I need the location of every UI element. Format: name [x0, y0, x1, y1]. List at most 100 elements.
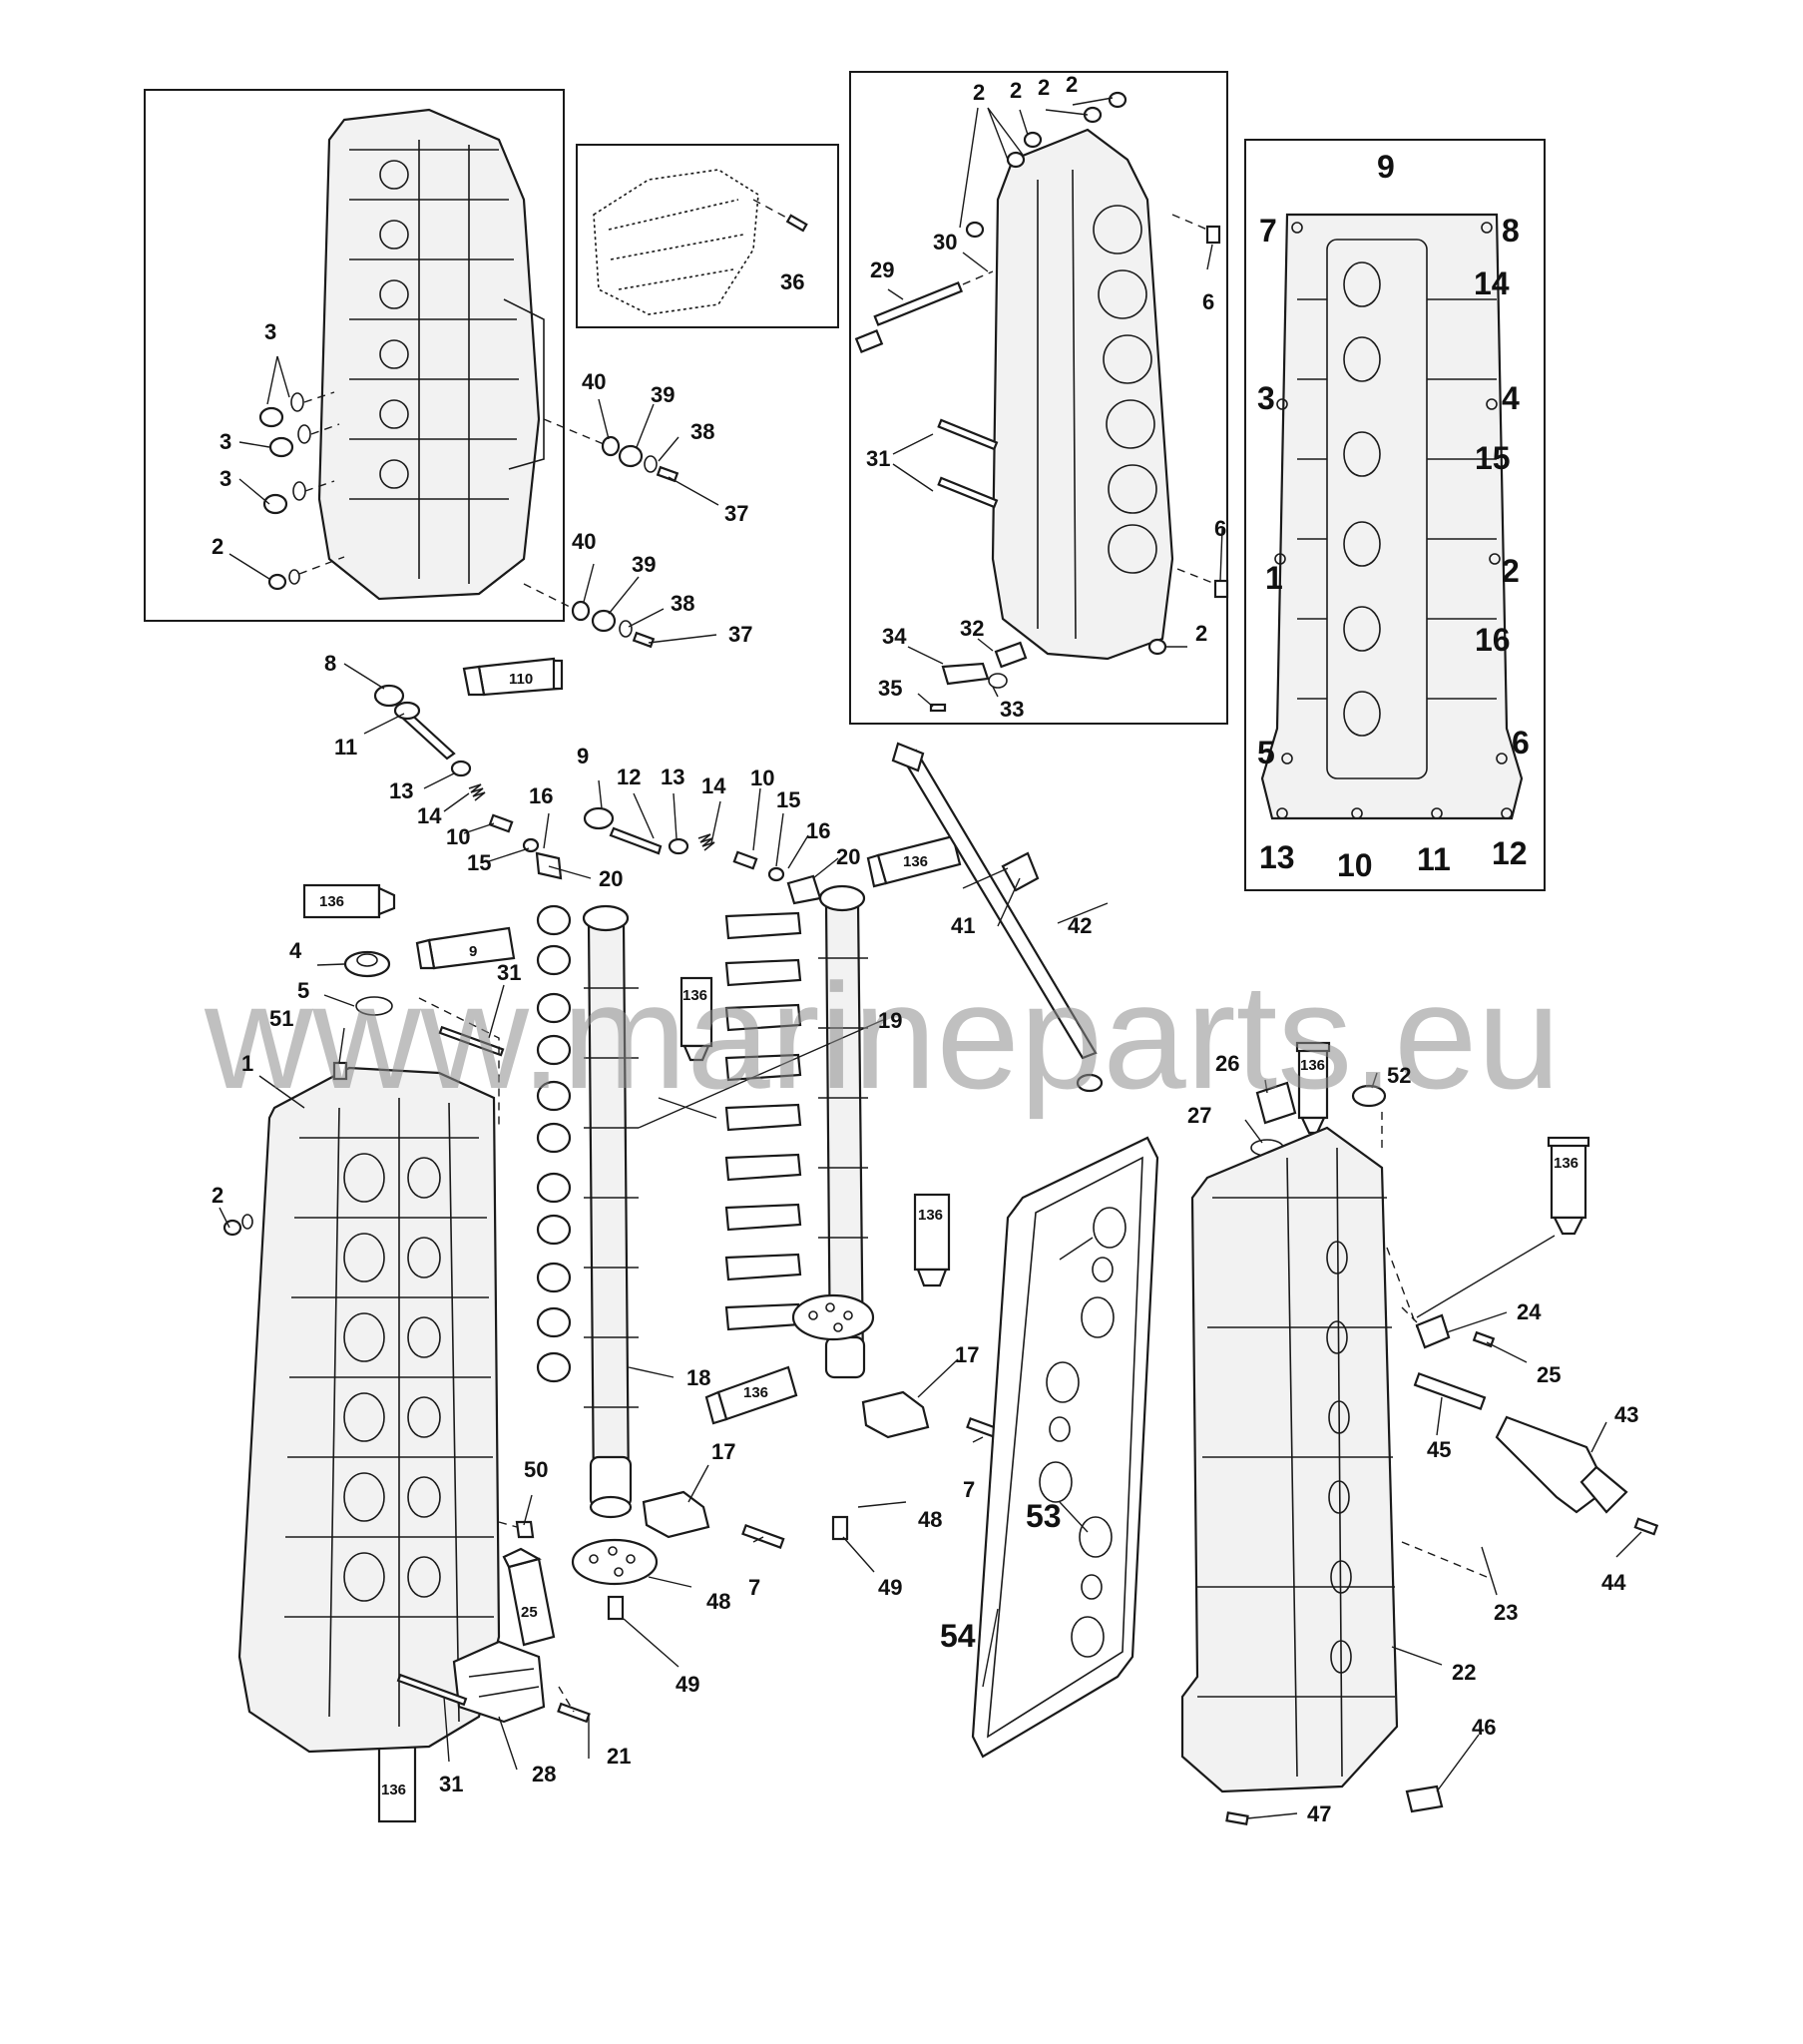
callout-12: 12	[617, 765, 641, 789]
cam-cap-17-lower	[642, 1490, 785, 1549]
callout-3: 3	[264, 319, 276, 344]
callout-35: 35	[878, 676, 902, 701]
bracket-28-bolt-21-31	[396, 1640, 591, 1724]
dowels-6-gasket	[1171, 214, 1229, 599]
tube-label-136-right: 136	[1554, 1155, 1578, 1172]
callout-40: 40	[572, 529, 596, 554]
tube-label-136-lower-cam: 136	[743, 1384, 768, 1401]
callout-49: 49	[878, 1575, 902, 1600]
callout-31: 31	[497, 960, 521, 985]
callout-41: 41	[951, 913, 975, 938]
callout-44: 44	[1601, 1570, 1626, 1595]
plug-3-group	[258, 391, 340, 515]
callout-7: 7	[748, 1575, 760, 1600]
callout-19: 19	[878, 1008, 902, 1033]
tube-label-25: 25	[521, 1604, 538, 1621]
callout-25: 25	[1537, 1362, 1561, 1387]
callout-47: 47	[1307, 1801, 1331, 1826]
callout-18: 18	[686, 1365, 710, 1390]
cylinder-head-gasket-face	[991, 128, 1174, 661]
sealant-tube-136-cam: 136	[679, 976, 713, 1062]
sealant-tube-110: 110	[462, 657, 564, 697]
callout-51: 51	[269, 1006, 293, 1031]
callout-2: 2	[212, 1183, 224, 1208]
callout-2: 2	[1066, 72, 1078, 97]
callout-33: 33	[1000, 697, 1024, 722]
callout-5: 5	[297, 978, 309, 1003]
leader-lines	[219, 97, 1642, 1819]
callout-39: 39	[651, 382, 675, 407]
tube-label-136-cam: 136	[682, 987, 707, 1004]
cylinder-head-main	[237, 1066, 501, 1754]
sealant-tube-9: 9	[415, 926, 516, 970]
callout-48: 48	[706, 1589, 730, 1614]
sprocket-48-lower	[571, 1538, 659, 1621]
torque-seq-16: 16	[1475, 622, 1511, 658]
torque-seq-9: 9	[1377, 149, 1395, 185]
inset-frame-cylinder-head-gasket-side	[849, 71, 1228, 725]
bolt-50	[515, 1520, 535, 1539]
torque-seq-7: 7	[1259, 213, 1277, 249]
callout-30: 30	[933, 230, 957, 255]
callout-24: 24	[1517, 1299, 1542, 1324]
callout-17: 17	[711, 1439, 735, 1464]
ignition-coil-43-44	[1495, 1415, 1659, 1536]
callout-10: 10	[446, 824, 470, 849]
callout-36: 36	[780, 269, 804, 294]
valve-train-parts	[373, 684, 822, 905]
oil-tube-42	[891, 742, 1104, 1093]
bolt-31-upper	[418, 997, 505, 1128]
callout-13: 13	[661, 765, 684, 789]
callout-54: 54	[940, 1618, 976, 1654]
callout-2: 2	[1010, 78, 1022, 103]
oil-cap-26-27-52	[1250, 1081, 1387, 1157]
callout-6: 6	[1214, 516, 1226, 541]
plug-51-and-2	[223, 1061, 348, 1237]
callout-34: 34	[882, 624, 907, 649]
callout-13: 13	[389, 778, 413, 803]
callout-16: 16	[529, 783, 553, 808]
callout-7: 7	[963, 1477, 975, 1502]
sensor-45	[1413, 1371, 1487, 1411]
tube-label-136-left: 136	[319, 893, 344, 910]
callout-27: 27	[1187, 1103, 1211, 1128]
sprocket-48-upper	[791, 1293, 875, 1541]
callout-11: 11	[334, 735, 357, 760]
callout-4: 4	[289, 938, 302, 963]
rockers-right	[724, 911, 802, 1331]
callout-20: 20	[836, 844, 860, 869]
callout-labels: 3 3 3 2 40 39 38 37 40 39 38 37 36 2 2 2…	[212, 72, 1638, 1826]
clamp-46-bolt-47	[1225, 1785, 1444, 1825]
fitting-37-40-lower	[523, 583, 656, 649]
callout-38: 38	[690, 419, 714, 444]
tube-label-110: 110	[509, 671, 533, 688]
engine-location-sketch	[593, 169, 808, 315]
callout-1: 1	[241, 1051, 253, 1076]
callout-31: 31	[866, 446, 890, 471]
callout-29: 29	[870, 257, 894, 282]
callout-49: 49	[676, 1672, 699, 1697]
dashed-connections	[498, 1108, 1488, 1713]
torque-seq-11: 11	[1417, 841, 1451, 877]
torque-seq-2: 2	[1502, 553, 1520, 589]
callout-14: 14	[417, 803, 442, 828]
callout-38: 38	[671, 591, 694, 616]
torque-seq-14: 14	[1474, 265, 1510, 301]
rockers-left	[536, 904, 572, 1383]
callout-26: 26	[1215, 1051, 1239, 1076]
callout-16: 16	[806, 818, 830, 843]
sensor-29	[854, 270, 994, 354]
callout-37: 37	[728, 622, 752, 647]
fitting-37-40-upper	[543, 418, 679, 483]
callout-6: 6	[1202, 289, 1214, 314]
cam-cap-17-upper	[861, 1390, 1010, 1442]
tube-label-136-top: 136	[1300, 1057, 1325, 1074]
callout-37: 37	[724, 501, 748, 526]
inset-frame-cylinder-head-rear	[144, 89, 565, 622]
tube-label-136-center: 136	[903, 853, 928, 870]
callout-46: 46	[1472, 1715, 1496, 1740]
tube-label-136-bottom: 136	[381, 1782, 406, 1798]
callout-3: 3	[220, 429, 231, 454]
callout-20: 20	[599, 866, 623, 891]
